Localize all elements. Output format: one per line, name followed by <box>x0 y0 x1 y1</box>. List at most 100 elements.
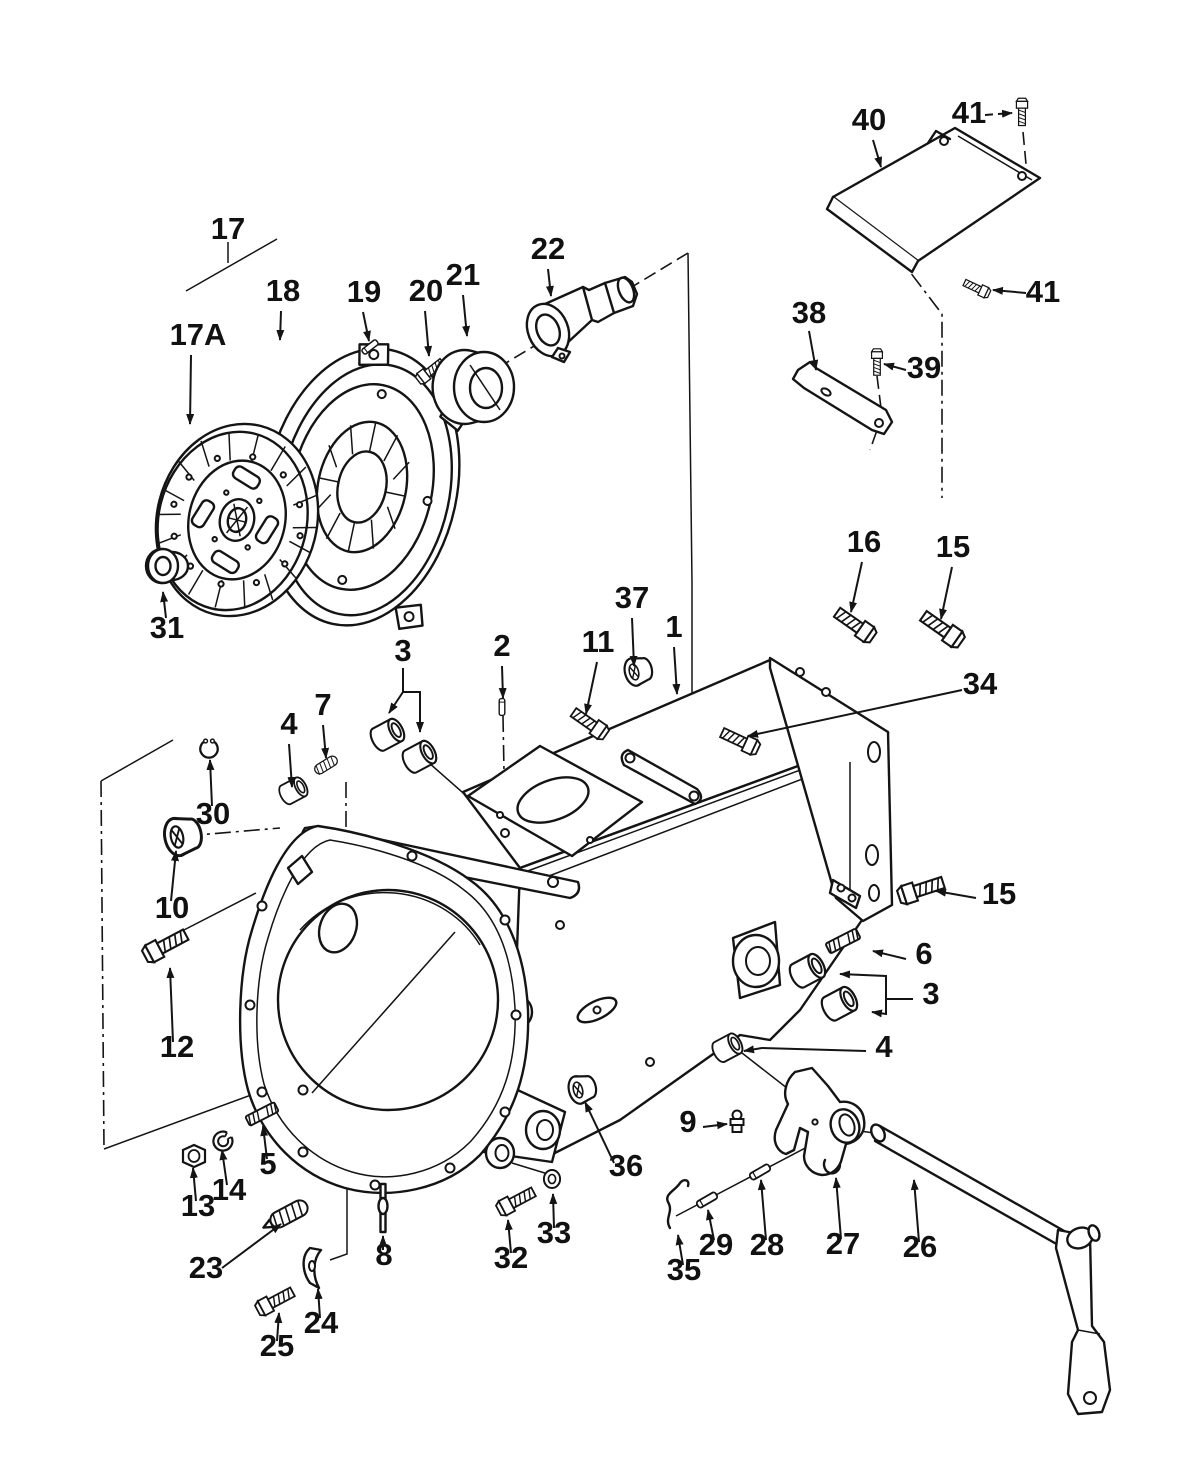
snap-ring-30 <box>199 737 219 759</box>
cross-shaft-26 <box>870 1123 1112 1416</box>
top-block-hole-1 <box>496 811 504 819</box>
callout-22: 22 <box>531 231 565 266</box>
callout-7: 7 <box>314 687 331 722</box>
callout-41a: 41 <box>952 95 986 130</box>
rear-boss-bore <box>745 946 771 976</box>
rear-flange-slot-3 <box>868 884 880 902</box>
bell-opening-depth-arc <box>299 891 481 946</box>
cover-plate-lip <box>825 195 920 274</box>
link-strap-hole-1 <box>624 752 636 764</box>
bolt-41b <box>961 276 993 300</box>
callout-30: 30 <box>196 796 230 831</box>
callout-3a: 3 <box>394 633 411 668</box>
cover-plate-group <box>791 97 1042 436</box>
clutch-disc <box>154 422 320 618</box>
top-opening <box>516 776 590 824</box>
callout-18: 18 <box>266 273 300 308</box>
release-bearing <box>431 348 516 426</box>
washer-33-leader-line <box>511 1162 549 1175</box>
release-fork-27 <box>773 1066 866 1177</box>
bell-hole-8 <box>510 1009 522 1021</box>
detent-spring-23 <box>262 1196 312 1232</box>
clip-24 <box>302 1246 323 1290</box>
callout-4a: 4 <box>280 706 298 741</box>
transmission-case <box>238 656 894 1194</box>
cover-plate-hole-1 <box>939 136 949 146</box>
callout-16: 16 <box>847 524 881 559</box>
callout-34: 34 <box>963 666 998 701</box>
grease-fitting-9 <box>729 1109 745 1133</box>
callout-14: 14 <box>212 1172 247 1207</box>
bottom-boss-1-bore <box>536 1119 554 1141</box>
callout-31: 31 <box>150 610 184 645</box>
callout-28: 28 <box>750 1227 784 1262</box>
callout-3b: 3 <box>922 976 939 1011</box>
bolt-41a <box>1015 97 1029 127</box>
callout-36: 36 <box>609 1148 643 1183</box>
bell-hole-7 <box>499 1106 511 1118</box>
bell-diamond-cutout <box>286 854 314 886</box>
bell-hole-1 <box>256 900 268 912</box>
left-boundary-top <box>100 739 174 782</box>
bolt-25 <box>252 1283 298 1319</box>
pin-28 <box>747 1162 773 1182</box>
rear-flange-slot-2 <box>865 844 879 866</box>
bell-hole-9 <box>499 914 511 926</box>
callout-2: 2 <box>493 628 510 663</box>
bell-hole-5 <box>369 1179 381 1191</box>
rear-flange-hole-1 <box>821 687 831 697</box>
link-strap <box>620 748 703 806</box>
callout-41b: 41 <box>1026 274 1060 309</box>
callout-17-bracket <box>185 238 278 292</box>
callout-12: 12 <box>160 1029 194 1064</box>
bell-hole-11 <box>297 1084 309 1096</box>
bolt-39 <box>870 348 884 376</box>
callout-5: 5 <box>259 1146 276 1181</box>
rear-bracket-hole-2 <box>847 893 857 903</box>
bell-hole-2 <box>244 999 256 1011</box>
callout-40: 40 <box>852 102 886 137</box>
callout-21: 21 <box>446 257 480 292</box>
dowel-hole <box>500 828 510 838</box>
bolt-16 <box>830 603 880 646</box>
bushing-3a-2 <box>398 737 441 777</box>
nut-13 <box>181 1143 207 1169</box>
rear-flange-slot-1 <box>867 741 881 763</box>
bell-hole-3 <box>256 1086 268 1098</box>
mount-bar-hole-2 <box>547 876 559 888</box>
callout-23: 23 <box>189 1250 223 1285</box>
side-pad-hole <box>592 1005 602 1015</box>
plug-37 <box>620 652 657 689</box>
callout-13: 13 <box>181 1188 215 1223</box>
bell-hole-6 <box>444 1162 456 1174</box>
bell-oval-cutout <box>317 902 359 954</box>
right-group-boundary <box>893 250 943 498</box>
leader-arrows <box>160 109 1027 1342</box>
rear-flange-hole-2 <box>795 667 805 677</box>
bolt-11 <box>567 704 612 743</box>
callout-27: 27 <box>826 1226 860 1261</box>
bolt-32 <box>493 1183 539 1219</box>
callout-20: 20 <box>409 273 443 308</box>
cover-plate-hole-2 <box>1017 171 1027 181</box>
bell-opening <box>276 888 500 1112</box>
link-strap-hole-2 <box>688 790 700 802</box>
cover-plate-40 <box>831 126 1042 263</box>
fork-and-shaft <box>773 1066 1112 1416</box>
pin-8 <box>377 1182 389 1234</box>
callout-15a: 15 <box>936 529 970 564</box>
bolt-12 <box>139 925 192 966</box>
callout-38: 38 <box>792 295 826 330</box>
callout-19: 19 <box>347 274 381 309</box>
dowel-pin-2 <box>498 697 506 717</box>
lock-washer-14 <box>212 1130 234 1152</box>
callout-15b: 15 <box>982 876 1016 911</box>
pilot-bearing <box>144 547 190 585</box>
callout-4b: 4 <box>875 1029 893 1064</box>
bell-hole-4 <box>297 1146 309 1158</box>
bottom-boss-2-bore <box>494 1144 510 1162</box>
bolt-15b <box>895 872 947 907</box>
callout-9: 9 <box>679 1104 696 1139</box>
side-hole-2 <box>645 1057 655 1067</box>
